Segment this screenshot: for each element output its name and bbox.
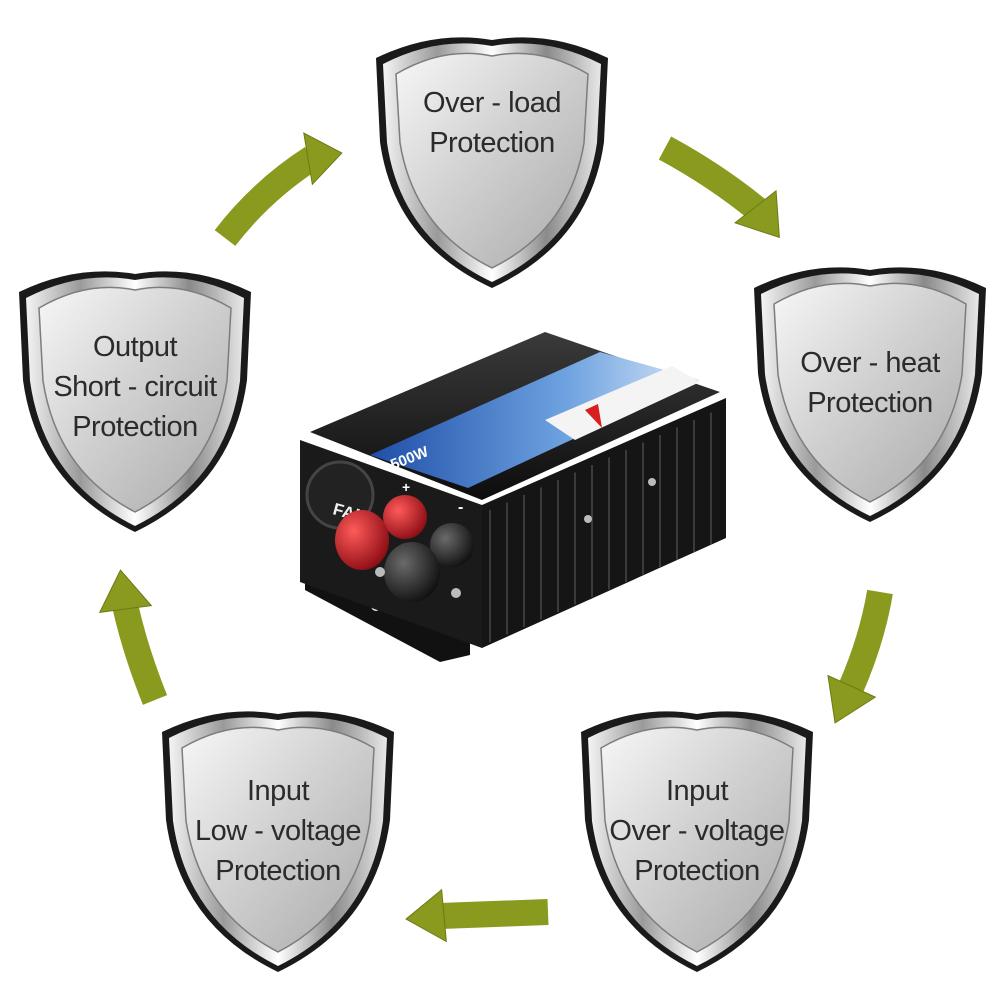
shield-label-line: Short - circuit [53, 371, 217, 403]
shield-label-line: Low - voltage [195, 815, 361, 847]
arrow-shaft [112, 602, 168, 705]
shield-face [395, 52, 589, 269]
positive-terminal-icon [383, 495, 427, 539]
shield-label-line: Protection [807, 387, 933, 419]
cycle-arrow-icon [98, 569, 168, 705]
arrow-head [303, 132, 343, 186]
inverter-label [370, 352, 700, 488]
negative-terminal-icon [430, 523, 474, 567]
shield-label-line: Over - voltage [609, 815, 784, 847]
arrow-head [827, 674, 877, 724]
shield-face [38, 286, 232, 513]
warning-triangle-icon [585, 404, 602, 428]
arrow-head [98, 569, 153, 613]
arrow-head [733, 189, 780, 239]
shield-label-line: Over - load [423, 87, 561, 119]
arrow-head [405, 888, 447, 943]
positive-terminal-cap [335, 510, 389, 570]
inverter-side [482, 398, 726, 648]
shield-label-line: Output [93, 331, 177, 363]
arrow-shaft [214, 147, 320, 246]
power-inverter-icon: 500W FAN + - [300, 332, 726, 662]
arrow-shaft [439, 899, 549, 929]
shield-face [181, 726, 375, 953]
minus-symbol: - [458, 499, 463, 516]
shield-label-line: Protection [634, 855, 760, 887]
screw-icon [451, 588, 461, 598]
negative-terminal-cap [384, 542, 440, 602]
heat-sink-fins [489, 412, 712, 642]
cycle-arrow-icon [405, 888, 549, 943]
screw-icon [375, 567, 385, 577]
shield-face [773, 282, 967, 503]
shield-label-line: Input [247, 775, 309, 807]
cycle-arrow-icon [827, 589, 893, 724]
screw-icon [648, 478, 656, 486]
shield-label-line: Protection [429, 127, 555, 159]
arrow-shaft [838, 589, 893, 696]
screw-icon [584, 515, 592, 523]
plus-symbol: + [402, 479, 410, 495]
shield-label-line: Protection [72, 411, 198, 443]
cycle-arrow-icon [658, 136, 780, 239]
shield-label-line: Input [666, 775, 728, 807]
cycle-arrow-icon [214, 132, 343, 246]
warning-sticker [545, 366, 700, 440]
shield-label-line: Protection [215, 855, 341, 887]
shield-label-line: Over - heat [800, 347, 940, 379]
shield-face [600, 726, 794, 953]
arrow-shaft [658, 136, 767, 221]
cycle-arrows-layer [98, 132, 893, 943]
